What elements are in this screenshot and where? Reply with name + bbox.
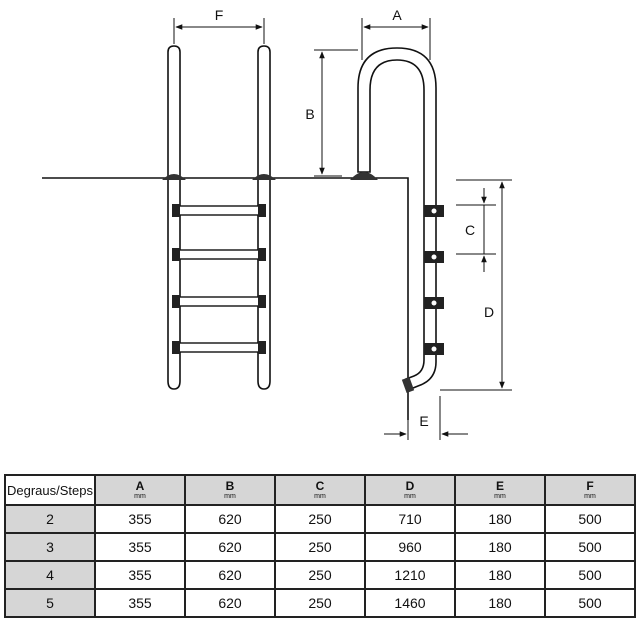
table-row: 2 355 620 250 710 180 500 <box>4 504 636 534</box>
label-c: C <box>465 222 475 238</box>
pool-deck-line <box>42 177 409 420</box>
table-row: 5 355 620 250 1460 180 500 <box>4 588 636 618</box>
steps-cell: 5 <box>4 588 96 618</box>
value-cell: 1210 <box>364 560 456 590</box>
label-b: B <box>305 106 314 122</box>
value-cell: 500 <box>544 560 636 590</box>
value-cell: 180 <box>454 560 546 590</box>
label-a: A <box>392 7 402 23</box>
label-f: F <box>215 7 224 23</box>
value-cell: 355 <box>94 532 186 562</box>
dimension-f: F <box>173 7 265 44</box>
dimension-d: D <box>440 179 512 391</box>
value-cell: 500 <box>544 532 636 562</box>
value-cell: 355 <box>94 504 186 534</box>
value-cell: 180 <box>454 532 546 562</box>
front-steps <box>172 204 266 354</box>
side-step-brackets <box>424 205 444 355</box>
value-cell: 180 <box>454 504 546 534</box>
value-cell: 250 <box>274 588 366 618</box>
value-cell: 620 <box>184 588 276 618</box>
value-cell: 355 <box>94 588 186 618</box>
label-d: D <box>484 304 494 320</box>
value-cell: 500 <box>544 588 636 618</box>
value-cell: 355 <box>94 560 186 590</box>
value-cell: 1460 <box>364 588 456 618</box>
steps-cell: 4 <box>4 560 96 590</box>
value-cell: 250 <box>274 560 366 590</box>
label-e: E <box>419 413 428 429</box>
value-cell: 620 <box>184 560 276 590</box>
steps-header: Degraus/Steps <box>4 474 96 506</box>
value-cell: 250 <box>274 532 366 562</box>
value-cell: 250 <box>274 504 366 534</box>
value-cell: 500 <box>544 504 636 534</box>
steps-cell: 3 <box>4 532 96 562</box>
table-row: 4 355 620 250 1210 180 500 <box>4 560 636 590</box>
ladder-diagram: F B A <box>42 7 512 440</box>
value-cell: 620 <box>184 532 276 562</box>
side-view-ladder <box>350 47 444 393</box>
table-row: 3 355 620 250 960 180 500 <box>4 532 636 562</box>
value-cell: 710 <box>364 504 456 534</box>
front-view-ladder <box>162 45 276 390</box>
steps-cell: 2 <box>4 504 96 534</box>
dimension-b: B <box>305 49 358 177</box>
dimension-a: A <box>361 7 431 60</box>
value-cell: 620 <box>184 504 276 534</box>
dimension-e: E <box>384 396 468 440</box>
value-cell: 180 <box>454 588 546 618</box>
dimension-c: C <box>456 188 496 272</box>
value-cell: 960 <box>364 532 456 562</box>
